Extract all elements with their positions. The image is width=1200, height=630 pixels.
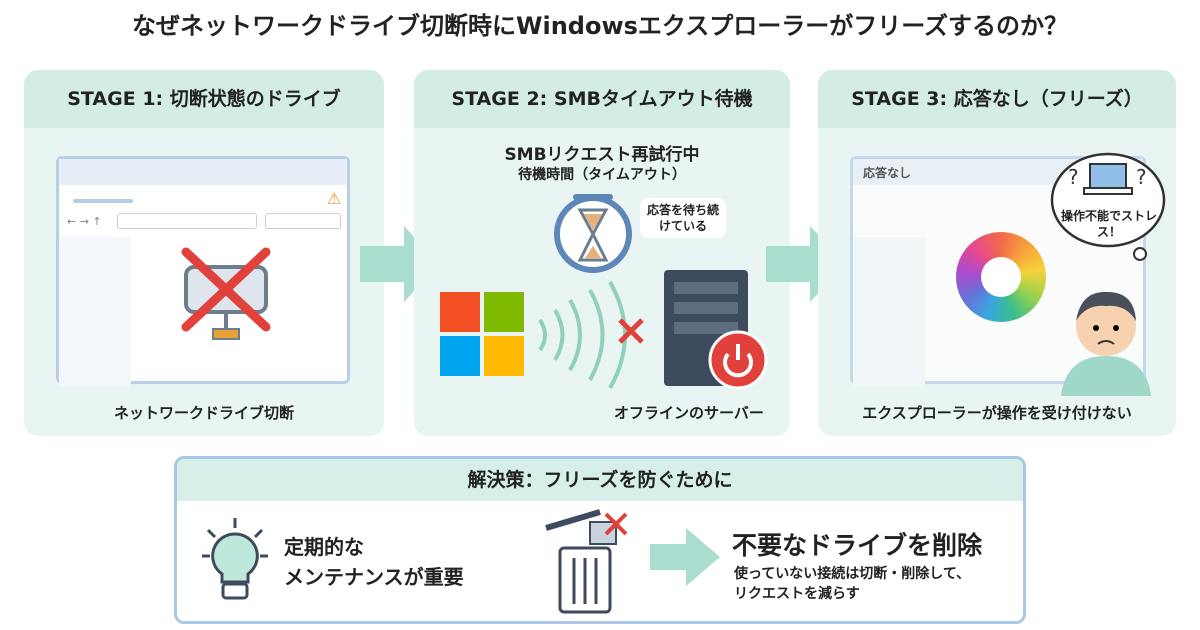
disconnected-drive-icon <box>181 247 271 340</box>
arrow-right-icon <box>650 528 720 586</box>
nav-arrows-icon: ← → ↑ <box>67 215 102 228</box>
waiting-speech-bubble: 応答を待ち続けている <box>640 198 726 238</box>
thought-bubble: ?? <box>1050 152 1166 261</box>
trash-can-icon <box>545 509 628 614</box>
stressed-person-icon <box>1061 291 1151 396</box>
page-title: なぜネットワークドライブ切断時にWindowsエクスプローラーがフリーズするのか… <box>132 12 1068 40</box>
description-line-2: リクエストを減らす <box>734 586 860 602</box>
signal-waves-icon <box>538 281 644 389</box>
smb-retry-text: SMBリクエスト再試行中 <box>504 145 700 165</box>
maintenance-line-1: 定期的な <box>284 535 364 559</box>
remove-drive-title: 不要なドライブを削除 <box>732 531 983 560</box>
stage-1-caption: ネットワークドライブ切断 <box>113 404 294 422</box>
stage-1-header: STAGE 1: 切断状態のドライブ <box>24 70 384 128</box>
window-title: 応答なし <box>863 166 912 180</box>
solution-header: 解決策：フリーズを防ぐために <box>177 459 1023 501</box>
stage-3-header: STAGE 3: 応答なし（フリーズ） <box>818 70 1176 128</box>
loading-spinner-icon <box>956 232 1046 322</box>
offline-server-icon <box>664 270 768 390</box>
windows-logo-icon <box>440 292 524 376</box>
stress-text: 操作不能でストレス！ <box>1060 209 1157 239</box>
stage-2-caption: オフラインのサーバー <box>614 404 764 422</box>
stage-3-caption: エクスプローラーが操作を受け付けない <box>862 404 1132 422</box>
warning-icon: ⚠ <box>327 189 342 208</box>
stage-2-header: STAGE 2: SMBタイムアウト待機 <box>414 70 790 128</box>
description-line-1: 使っていない接続は切断・削除して、 <box>734 566 971 582</box>
lightbulb-icon <box>202 518 268 600</box>
timeout-text: 待機時間（タイムアウト） <box>518 167 686 183</box>
svg-text:?: ? <box>1136 165 1147 189</box>
maintenance-line-2: メンテナンスが重要 <box>284 565 464 589</box>
svg-text:?: ? <box>1068 165 1079 189</box>
maintenance-text: 定期的な メンテナンスが重要 <box>284 532 464 592</box>
explorer-window: ⚠ ← → ↑ <box>56 156 350 387</box>
hourglass-clock-icon <box>554 194 632 273</box>
remove-drive-description: 使っていない接続は切断・削除して、 リクエストを減らす <box>734 564 970 604</box>
